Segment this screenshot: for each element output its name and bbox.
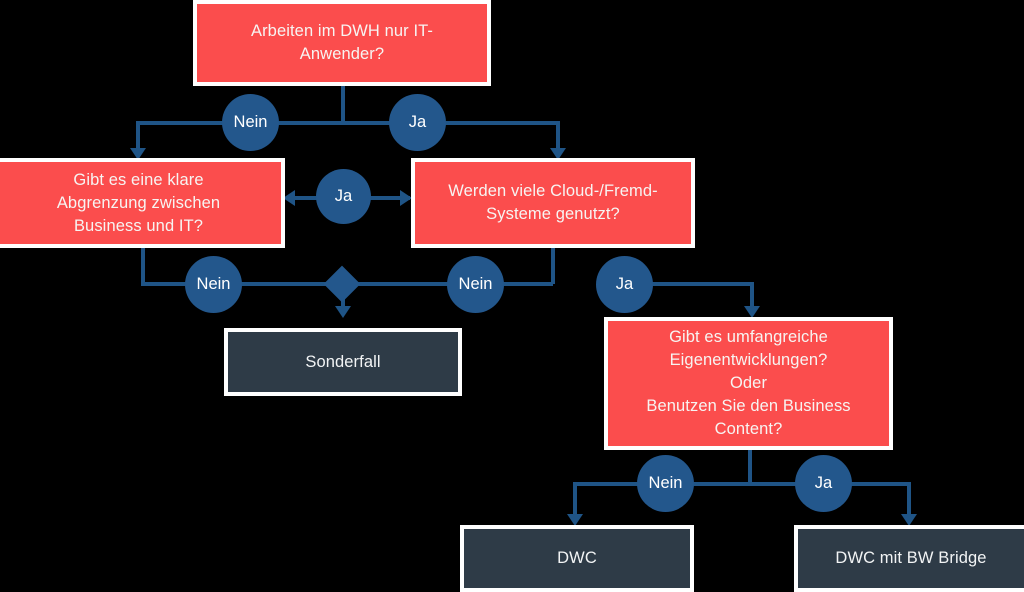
edge-label-q1-ja-text: Ja — [408, 113, 427, 132]
edge-row2-left-bus — [141, 282, 343, 286]
edge-label-q3-ja[interactable]: Ja — [596, 256, 653, 313]
arrowhead-to-sonderfall — [335, 306, 351, 318]
node-q2-label: Gibt es eine klare Abgrenzung zwischen B… — [56, 170, 221, 235]
edge-q3-ja-bus — [648, 282, 754, 286]
node-q4-fill: Gibt es umfangreiche Eigenentwicklungen?… — [608, 321, 889, 446]
edge-q2-nein-stem — [141, 248, 145, 284]
edge-label-q3-nein[interactable]: Nein — [447, 256, 504, 313]
arrowhead-to-dwc-bridge — [901, 514, 917, 526]
edge-q4-stem — [748, 450, 752, 484]
node-q1-fill: Arbeiten im DWH nur IT- Anwender? — [197, 4, 487, 82]
node-q2-abgrenzung[interactable]: Gibt es eine klare Abgrenzung zwischen B… — [0, 158, 285, 248]
node-q3-cloud-fremdsysteme[interactable]: Werden viele Cloud-/Fremd- Systeme genut… — [411, 158, 695, 248]
node-result-dwc-label: DWC — [557, 549, 597, 567]
node-result-sonderfall-fill: Sonderfall — [228, 332, 458, 392]
edge-q3-ja-drop — [750, 282, 754, 310]
node-q1-arbeiten-im-dwh[interactable]: Arbeiten im DWH nur IT- Anwender? — [193, 0, 491, 86]
edge-label-q3-ja-text: Ja — [615, 275, 634, 294]
node-q1-label: Arbeiten im DWH nur IT- Anwender? — [250, 22, 433, 63]
node-q2-fill: Gibt es eine klare Abgrenzung zwischen B… — [0, 162, 281, 244]
arrowhead-to-q2-side — [283, 190, 295, 206]
edge-row1-bus — [136, 121, 560, 125]
edge-label-q2-nein-text: Nein — [196, 275, 231, 294]
node-q4-eigenentwicklungen[interactable]: Gibt es umfangreiche Eigenentwicklungen?… — [604, 317, 893, 450]
node-result-dwc-bw-bridge-label: DWC mit BW Bridge — [835, 549, 987, 567]
edge-label-q2-nein[interactable]: Nein — [185, 256, 242, 313]
arrowhead-to-q4 — [744, 306, 760, 318]
edge-label-q4-nein-text: Nein — [648, 474, 683, 493]
edge-row3-bus — [573, 482, 911, 486]
arrowhead-to-dwc — [567, 514, 583, 526]
node-result-dwc-bw-bridge-fill: DWC mit BW Bridge — [798, 529, 1024, 588]
node-result-sonderfall[interactable]: Sonderfall — [224, 328, 462, 396]
node-q3-fill: Werden viele Cloud-/Fremd- Systeme genut… — [415, 162, 691, 244]
edge-label-q4-nein[interactable]: Nein — [637, 455, 694, 512]
node-result-dwc-fill: DWC — [464, 529, 690, 588]
node-result-dwc-bw-bridge[interactable]: DWC mit BW Bridge — [794, 525, 1024, 592]
edge-label-q4-ja[interactable]: Ja — [795, 455, 852, 512]
edge-label-q1-nein-text: Nein — [233, 113, 268, 132]
edge-q3-nein-stem — [551, 248, 555, 284]
node-result-dwc[interactable]: DWC — [460, 525, 694, 592]
merge-junction — [323, 265, 361, 303]
edge-q4-ja-drop — [907, 482, 911, 518]
edge-label-q2-to-q3-ja[interactable]: Ja — [316, 169, 371, 224]
node-q4-label: Gibt es umfangreiche Eigenentwicklungen?… — [646, 328, 851, 438]
edge-q4-nein-drop — [573, 482, 577, 518]
edge-label-q1-ja[interactable]: Ja — [389, 94, 446, 151]
edge-q1-to-q2-drop — [136, 121, 140, 153]
arrowhead-to-q3-side — [400, 190, 412, 206]
edge-q1-stem — [341, 85, 345, 123]
edge-label-q3-nein-text: Nein — [458, 275, 493, 294]
edge-label-q4-ja-text: Ja — [814, 474, 833, 493]
edge-label-q2-to-q3-ja-text: Ja — [334, 187, 353, 206]
node-result-sonderfall-label: Sonderfall — [305, 352, 381, 371]
arrowhead-to-q2 — [130, 148, 146, 160]
edge-q1-to-q3-drop — [556, 121, 560, 153]
node-q3-label: Werden viele Cloud-/Fremd- Systeme genut… — [448, 182, 658, 223]
edge-label-q1-nein[interactable]: Nein — [222, 94, 279, 151]
arrowhead-to-q3 — [550, 148, 566, 160]
